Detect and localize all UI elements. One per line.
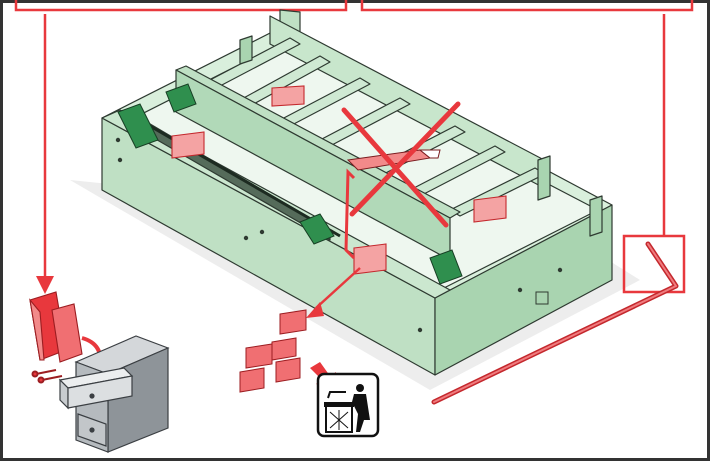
spare-parts-blocks	[29, 291, 83, 363]
spare-screw-1	[35, 369, 57, 375]
arrowhead-clips	[306, 302, 324, 318]
frame-post-2	[537, 155, 551, 201]
hinge-bracket-left	[117, 103, 159, 149]
part-block-2	[51, 303, 83, 363]
bed-frame-assembly	[101, 9, 613, 376]
red-clips-on-frame	[171, 85, 507, 275]
loose-clip-3	[245, 343, 273, 369]
hex-key-callout-box	[622, 234, 686, 294]
frame-post-3	[589, 195, 603, 237]
strap-line	[344, 168, 356, 260]
screw-5	[417, 327, 423, 333]
screw-6	[517, 287, 523, 293]
frame-plate	[535, 291, 549, 305]
hinge-bracket-right	[429, 249, 463, 285]
hinge-bracket-middle	[299, 213, 335, 245]
clip-frame-3	[473, 195, 507, 223]
loose-clip-4	[275, 357, 301, 383]
screw-1	[115, 137, 121, 143]
frame-panel-end	[434, 204, 613, 376]
callout-box-left	[14, 0, 348, 12]
frame-screws	[115, 137, 563, 333]
cross-out-icon	[341, 101, 461, 228]
trash-bin-icon	[316, 372, 380, 438]
loose-clips	[239, 309, 307, 393]
screw-4	[259, 229, 265, 235]
spare-screw-2	[41, 375, 63, 381]
clip-frame-1	[271, 85, 305, 107]
callout-box-right	[360, 0, 694, 12]
clip-frame-2	[171, 131, 205, 159]
hex-key-icon	[431, 241, 679, 405]
loose-clip-1	[279, 309, 307, 335]
frame-post-1	[239, 35, 253, 65]
storage-cabinet-icon	[58, 335, 170, 453]
screw-7	[557, 267, 563, 273]
screw-2	[117, 157, 123, 163]
arrowhead-left	[36, 276, 54, 294]
clip-frame-4	[353, 243, 387, 275]
screw-3	[243, 235, 249, 241]
loose-clip-5	[239, 367, 265, 393]
hinge-brackets	[117, 83, 463, 285]
callout-arrows	[43, 14, 666, 309]
arrow-to-clips	[315, 267, 361, 309]
part-block-1-face	[29, 298, 45, 361]
loose-clip-2	[271, 337, 297, 361]
spare-screws	[31, 369, 63, 384]
hinge-bracket-top	[165, 83, 197, 113]
